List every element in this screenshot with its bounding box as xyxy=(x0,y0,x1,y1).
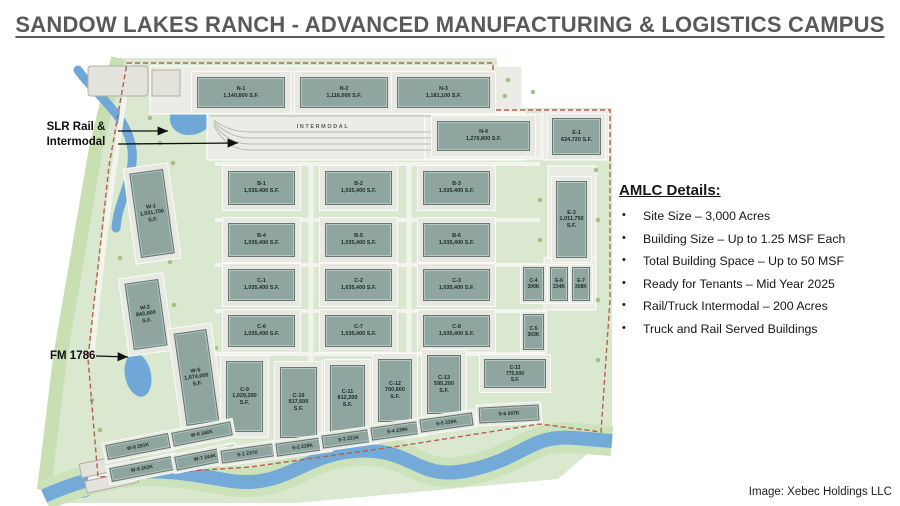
e1-pad xyxy=(542,109,610,161)
n4-pad xyxy=(424,113,542,160)
details-bullet-list: Site Size – 3,000 AcresBuilding Size – U… xyxy=(619,209,897,336)
slr-rail-label: SLR Rail & Intermodal xyxy=(38,120,114,150)
fm-arrow xyxy=(95,352,129,362)
amlc-details-panel: AMLC Details: Site Size – 3,000 AcresBui… xyxy=(619,182,897,344)
e6-e7-pad xyxy=(543,257,597,311)
detail-bullet-5: Rail/Truck Intermodal – 200 Acres xyxy=(619,299,897,313)
north-row-pad xyxy=(149,65,523,115)
pond-left xyxy=(124,353,152,397)
details-heading: AMLC Details: xyxy=(619,182,721,199)
detail-bullet-2: Building Size – Up to 1.25 MSF Each xyxy=(619,232,897,246)
intermodal-yard-label: INTERMODAL xyxy=(296,124,350,130)
slr-rail-label-line2: Intermodal xyxy=(46,135,106,148)
detail-bullet-1: Site Size – 3,000 Acres xyxy=(619,209,897,223)
detail-bullet-3: Total Building Space – Up to 50 MSF xyxy=(619,254,897,268)
detail-bullet-6: Truck and Rail Served Buildings xyxy=(619,322,897,336)
image-credit: Image: Xebec Holdings LLC xyxy=(748,486,892,498)
fm-1786-label: FM 1786 xyxy=(50,350,96,362)
page-title: SANDOW LAKES RANCH - ADVANCED MANUFACTUR… xyxy=(15,12,885,37)
detail-bullet-4: Ready for Tenants – Mid Year 2025 xyxy=(619,277,897,291)
slr-arrow-2 xyxy=(117,138,239,148)
slr-rail-label-line1: SLR Rail & xyxy=(46,121,106,133)
callout-arrows xyxy=(95,126,239,362)
